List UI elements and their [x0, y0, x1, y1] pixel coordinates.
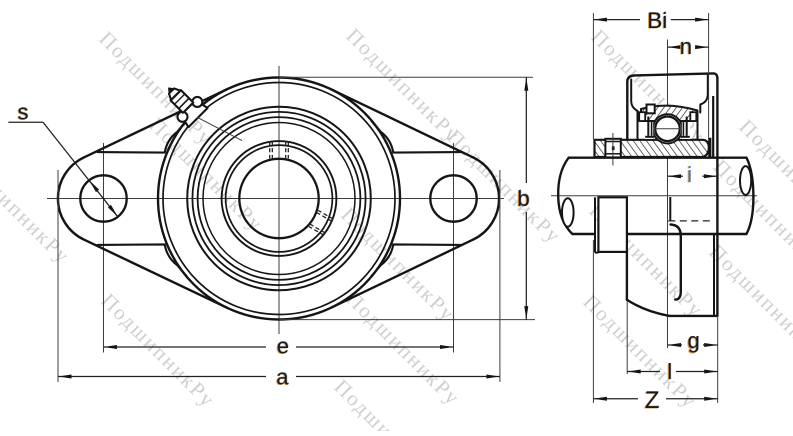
svg-text:g: g	[688, 328, 700, 353]
svg-text:Bi: Bi	[647, 8, 667, 33]
svg-text:b: b	[517, 186, 530, 211]
svg-text:Z: Z	[645, 387, 660, 414]
svg-text:l: l	[666, 360, 671, 385]
svg-text:e: e	[277, 333, 289, 358]
svg-text:i: i	[687, 162, 692, 187]
svg-text:Bi: Bi	[648, 8, 668, 33]
svg-text:Z: Z	[644, 388, 659, 415]
svg-text:s: s	[17, 100, 28, 125]
svg-text:a: a	[277, 364, 290, 389]
svg-text:b: b	[516, 187, 529, 212]
svg-text:a: a	[276, 364, 289, 389]
svg-text:g: g	[687, 329, 699, 354]
svg-text:l: l	[668, 359, 673, 384]
svg-text:e: e	[277, 334, 289, 359]
svg-text:s: s	[18, 99, 29, 124]
svg-text:n: n	[680, 34, 692, 59]
svg-text:e: e	[276, 334, 288, 359]
svg-text:n: n	[679, 35, 691, 60]
svg-text:a: a	[275, 365, 288, 390]
svg-text:i: i	[686, 162, 691, 187]
svg-text:b: b	[518, 186, 531, 211]
svg-text:s: s	[18, 100, 29, 125]
svg-text:Z: Z	[645, 387, 660, 414]
svg-text:g: g	[688, 328, 700, 353]
svg-text:Bi: Bi	[646, 9, 666, 34]
svg-text:l: l	[667, 359, 672, 384]
svg-text:n: n	[680, 34, 692, 59]
